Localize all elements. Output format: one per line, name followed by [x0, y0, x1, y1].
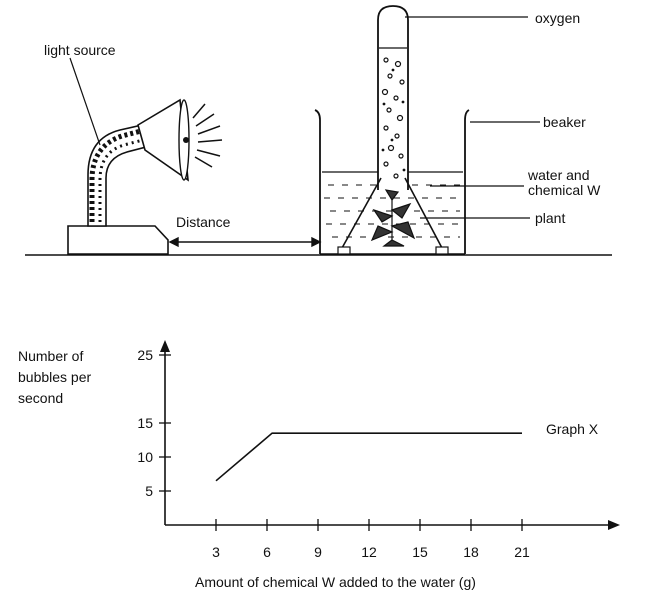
leader-lines	[69, 16, 540, 219]
x-tick-label: 21	[514, 544, 530, 560]
y-tick-label: 15	[137, 415, 153, 431]
graph-title: Graph X	[546, 421, 599, 437]
distance-arrow	[168, 236, 322, 248]
y-tick-label: 5	[145, 483, 153, 499]
y-axis-label-line2: bubbles per	[18, 369, 92, 385]
label-oxygen: oxygen	[535, 10, 581, 26]
y-axis-label: Number of bubbles per second	[18, 346, 138, 409]
y-axis-label-line3: second	[18, 390, 64, 406]
x-tick-label: 9	[314, 544, 322, 560]
y-axis	[160, 340, 170, 525]
x-tick-label: 6	[263, 544, 271, 560]
funnel-support-right	[435, 246, 449, 255]
test-tube	[377, 5, 409, 190]
x-axis	[165, 520, 620, 530]
label-water-line2: chemical W	[528, 182, 601, 198]
lamp-base	[67, 225, 169, 255]
x-tick-label: 12	[361, 544, 377, 560]
label-water-line1: water and	[528, 167, 590, 183]
plant	[370, 189, 416, 247]
light-rays	[192, 103, 223, 168]
y-tick-label: 25	[137, 347, 153, 363]
lamp-shade	[137, 98, 190, 182]
label-distance: Distance	[176, 214, 231, 230]
y-axis-label-line1: Number of	[18, 348, 84, 364]
label-water-and-chemical-w: water and chemical W	[528, 168, 600, 198]
funnel	[341, 177, 443, 249]
funnel-support-left	[337, 246, 351, 255]
x-tick-label: 18	[463, 544, 479, 560]
label-plant: plant	[535, 210, 566, 226]
label-light-source: light source	[44, 42, 116, 58]
y-tick-label: 10	[137, 449, 153, 465]
x-tick-label: 15	[412, 544, 428, 560]
series-line	[215, 432, 522, 482]
x-axis-label: Amount of chemical W added to the water …	[195, 574, 476, 590]
x-tick-label: 3	[212, 544, 220, 560]
label-beaker: beaker	[543, 114, 586, 130]
